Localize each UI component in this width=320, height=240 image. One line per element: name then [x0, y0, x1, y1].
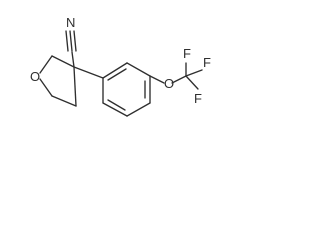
ring-oxygen-label: O — [30, 69, 40, 84]
benzene-ring — [73, 62, 151, 117]
benzene-inner-bond-1 — [107, 68, 127, 81]
benzene-bond-5 — [102, 102, 128, 117]
benzene-bond-1 — [102, 62, 128, 79]
right-fluorine-label: F — [203, 55, 211, 70]
benzene-bond-4 — [126, 102, 151, 117]
bond-quaternary-carbon-upper-left — [51, 55, 75, 68]
ether-oxygen-label: O — [164, 76, 174, 91]
bond-cf3-to-right-fluorine — [185, 69, 203, 77]
top-fluorine-label: F — [183, 46, 191, 61]
tetrahydropyran-ring — [39, 55, 77, 107]
nitrile-group — [65, 30, 77, 68]
triple-bond-line-2 — [69, 30, 73, 52]
bond-lower-right-quaternary-carbon — [73, 66, 77, 107]
bond-quaternary-carbon-to-nitrile-carbon — [71, 51, 75, 68]
benzene-bond-2 — [126, 62, 151, 77]
triple-bond-line-1 — [65, 30, 69, 52]
bond-lower-left-lower-right — [51, 95, 77, 107]
bottom-fluorine-label: F — [194, 91, 202, 106]
bond-ring-oxygen-lower-left — [39, 78, 53, 97]
trifluoromethoxy-group — [149, 62, 203, 90]
benzene-inner-bond-3 — [107, 99, 126, 111]
chemical-structure-canvas: N O O F F F — [0, 0, 231, 128]
molecule-diagram: N O O F F F — [30, 15, 211, 117]
bond-upper-left-ring-oxygen-left — [39, 55, 53, 74]
nitrile-nitrogen-label: N — [66, 15, 75, 30]
bond-ether-oxygen-to-cf3-carbon — [171, 75, 187, 84]
triple-bond-line-3 — [73, 30, 77, 52]
bond-phenyl-to-ether-oxygen — [149, 75, 165, 84]
bond-quaternary-carbon-to-phenyl — [73, 66, 104, 79]
bond-cf3-to-bottom-fluorine — [185, 75, 199, 90]
